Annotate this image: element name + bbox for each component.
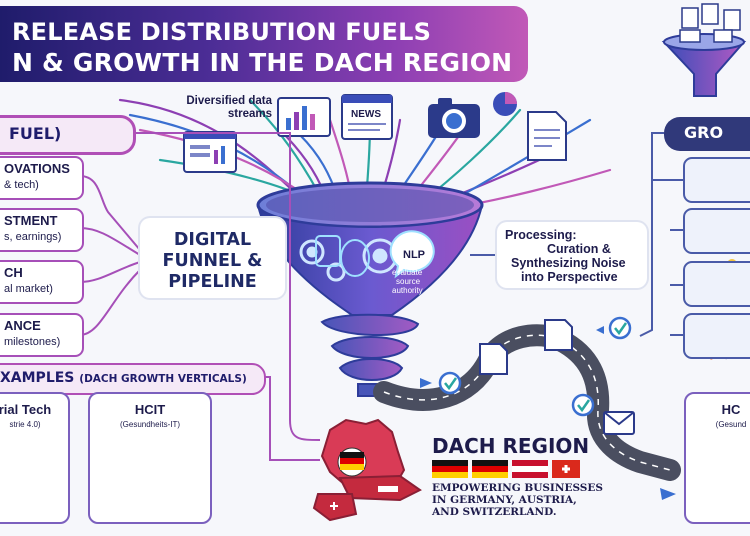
fuel-connectors: [79, 132, 321, 461]
example-card-hcit: HCIT (Gesundheits-IT): [88, 392, 212, 524]
title-line-2: N & GROWTH IN THE DACH REGION: [12, 48, 513, 77]
svg-text:source: source: [396, 277, 421, 286]
fuel-item-tech: CH al market): [0, 260, 84, 304]
processing-box: Processing: Curation & Synthesizing Nois…: [497, 222, 647, 288]
svg-text:authority: authority: [392, 286, 423, 295]
austria-flag: [512, 460, 548, 478]
bar-chart-icon: [277, 97, 331, 137]
arrow-icon: [420, 326, 676, 500]
svg-text:NEWS: NEWS: [351, 109, 381, 120]
fuel-item-investment: STMENT s, earnings): [0, 208, 84, 252]
growth-card-scale: [683, 313, 750, 359]
funnel-label-box: DIGITAL FUNNEL & PIPELINE: [140, 218, 285, 298]
growth-header: GRO: [664, 117, 750, 151]
growth-card-talent: [683, 261, 750, 307]
evaluate-label: evaluate source authority: [392, 268, 423, 295]
germany-flag: [472, 460, 508, 478]
fuel-item-innovations: OVATIONS & tech): [0, 156, 84, 200]
title-banner: RELEASE DISTRIBUTION FUELS N & GROWTH IN…: [0, 6, 528, 82]
webpage-icon: [183, 131, 237, 173]
dach-title: DACH REGION: [432, 434, 590, 458]
fuel-item-finance: ANCE milestones): [0, 313, 84, 357]
growth-card-trust: [683, 208, 750, 254]
envelope-icon: [603, 411, 635, 435]
dach-map: [312, 418, 422, 522]
funnel-spiral: [320, 313, 420, 397]
digital-funnel: NLP: [256, 181, 484, 316]
fuel-header: FUEL): [0, 115, 136, 155]
title-line-1: RELEASE DISTRIBUTION FUELS: [12, 18, 432, 46]
growth-connectors: [639, 132, 683, 337]
dach-subtitle: EMPOWERING BUSINESSES IN GERMANY, AUSTRI…: [432, 482, 603, 518]
example-card-industrial-tech: rial Tech strie 4.0): [0, 392, 70, 524]
svg-text:evaluate: evaluate: [392, 268, 423, 277]
examples-header: XAMPLES (DACH GROWTH VERTICALS): [0, 363, 266, 395]
camera-icon: [428, 98, 480, 138]
example-card-hcit-right: HC (Gesund: [684, 392, 750, 524]
streams-label: Diversified data streams: [186, 95, 272, 120]
mini-funnel-icon: [661, 3, 747, 97]
document-icon: [527, 111, 567, 161]
growth-card-partnerships: [683, 157, 750, 203]
check-icon: [438, 316, 632, 417]
pie-chart-icon: [493, 92, 517, 116]
svg-text:NLP: NLP: [403, 249, 425, 261]
germany-flag: [432, 460, 468, 478]
document-icon: [479, 319, 573, 375]
switzerland-flag: [552, 460, 580, 478]
news-icon: NEWS: [341, 94, 393, 140]
